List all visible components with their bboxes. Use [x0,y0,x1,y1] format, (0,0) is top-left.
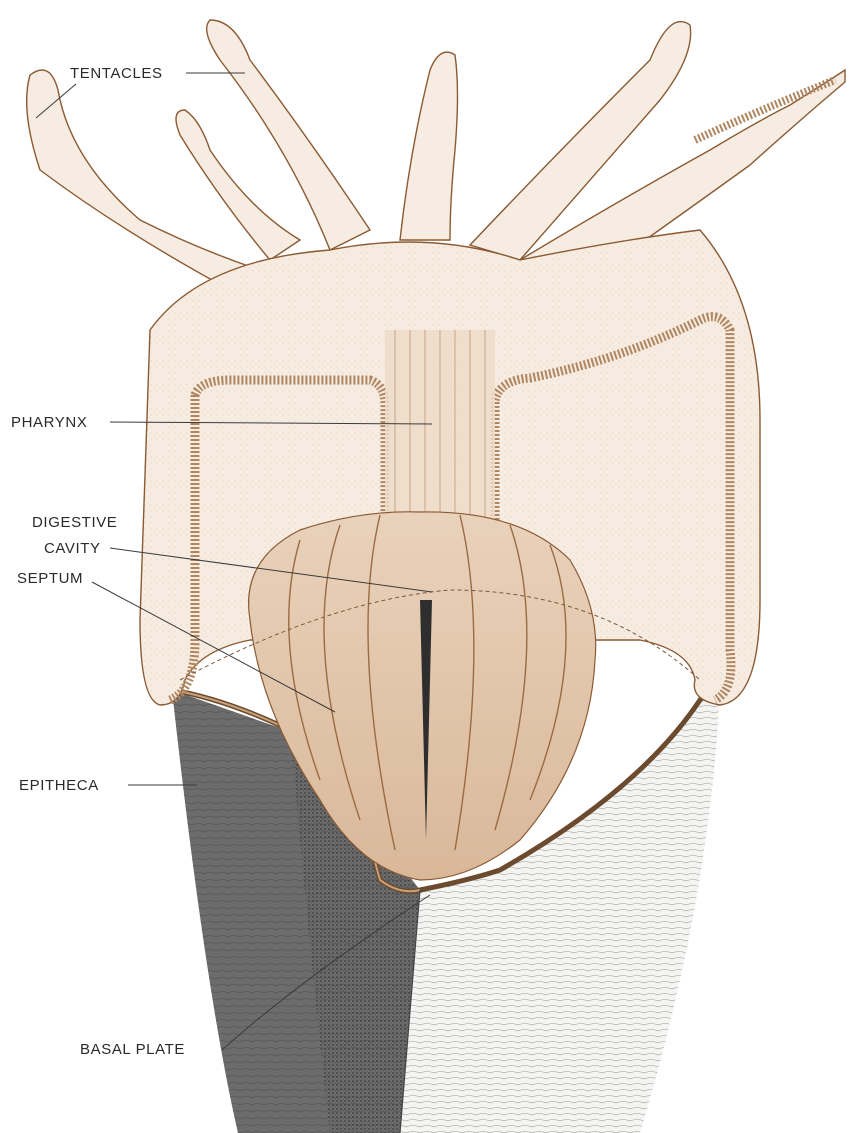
label-basal-plate: BASAL PLATE [80,1041,185,1058]
label-epitheca: EPITHECA [19,777,99,794]
label-pharynx: PHARYNX [11,414,87,431]
label-septum: SEPTUM [17,570,83,587]
polyp-body [27,20,845,880]
label-digestive: DIGESTIVE [32,514,117,531]
label-tentacles: TENTACLES [70,65,163,82]
tentacle [207,20,370,250]
label-cavity: CAVITY [44,540,101,557]
tentacle [400,52,458,240]
